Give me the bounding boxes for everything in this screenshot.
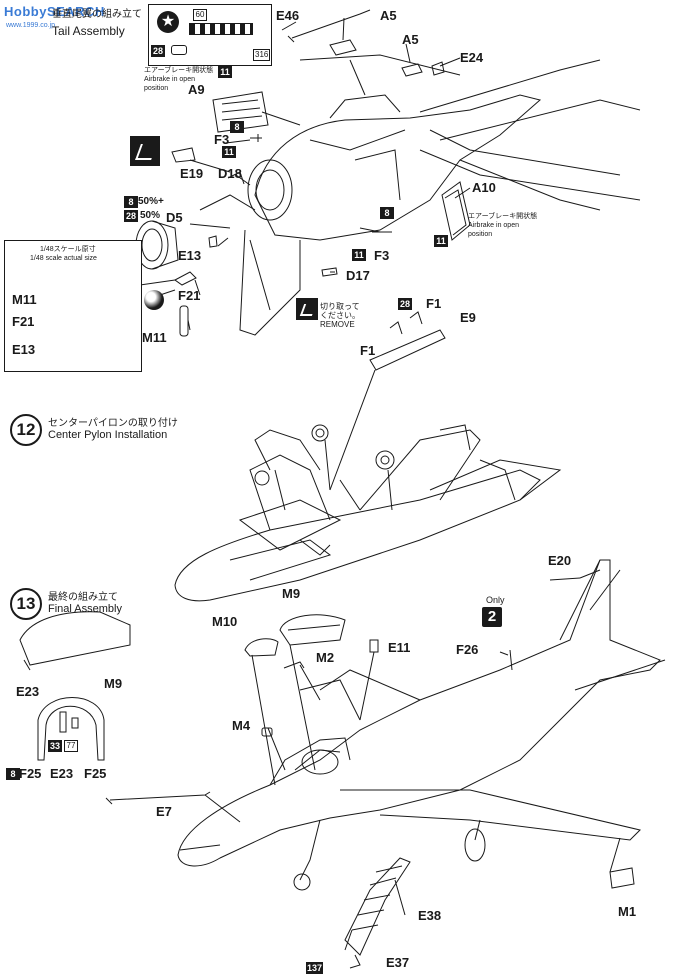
- paint-code-11-d: 11: [352, 249, 366, 261]
- step-12-number: 12: [10, 414, 42, 446]
- airbrake-note-left-en2: position: [144, 85, 169, 92]
- part-E23-a: E23: [16, 684, 40, 699]
- part-F1-a: F1: [426, 296, 442, 311]
- decal-316: 316: [253, 49, 271, 61]
- rear-fuselage-drawing: [135, 9, 641, 337]
- step12-aircraft: [174, 424, 562, 602]
- scale-inset-box: [4, 240, 142, 372]
- paint-code-11-c: 11: [434, 235, 448, 247]
- paint-code-28-b: 28: [398, 298, 412, 310]
- part-F26: F26: [456, 642, 479, 657]
- paint-code-28-a: 28: [124, 210, 138, 222]
- part-M10: M10: [212, 614, 238, 629]
- paint-pct-2: 50%: [140, 210, 161, 221]
- header-jp: 垂直尾翼の組み立て: [52, 9, 142, 20]
- part-M9-b: M9: [104, 676, 123, 691]
- paint-code-11-top: 11: [218, 66, 232, 78]
- part-A5-b: A5: [402, 32, 419, 47]
- part-D18: D18: [218, 166, 242, 181]
- part-M9-a: M9: [282, 586, 301, 601]
- remove-note-jp1: 切り取って: [320, 302, 360, 311]
- part-E9: E9: [460, 310, 476, 325]
- paint-code-8-c: 8: [124, 196, 138, 208]
- paint-code-11-b: 11: [222, 146, 236, 158]
- part-A5-a: A5: [380, 8, 397, 23]
- watermark-brand: HobbySEARCH: [4, 4, 105, 19]
- part-F25-b: F25: [84, 766, 107, 781]
- remove-note-jp2: ください。: [320, 311, 360, 320]
- airbrake-note-left-jp: エアーブレーキ開状態: [144, 67, 214, 74]
- star-insignia-icon: ★: [157, 11, 179, 33]
- airbrake-note-left-en1: Airbrake in open: [144, 76, 195, 83]
- part-D5: D5: [166, 210, 183, 225]
- step-13-jp: 最終の組み立て: [48, 592, 118, 603]
- paint-code-8-d: 8: [6, 768, 20, 780]
- step13-aircraft: [19, 559, 666, 969]
- cement-icon: [130, 136, 160, 166]
- inset-jp: 1/48スケール原寸: [40, 246, 96, 253]
- part-M11-a: M11: [12, 292, 37, 307]
- part-E13-a: E13: [178, 248, 202, 263]
- part-E13-b: E13: [12, 342, 36, 357]
- part-M11-b: M11: [142, 330, 167, 345]
- striped-part-icon: [189, 23, 253, 35]
- part-F1-b: F1: [360, 343, 376, 358]
- part-E20: E20: [548, 553, 572, 568]
- pylon-drawing: [329, 311, 446, 491]
- only-badge-number: 2: [482, 607, 502, 627]
- paint-sphere-icon: [144, 290, 164, 310]
- part-E7: E7: [156, 804, 172, 819]
- part-E19: E19: [180, 166, 204, 181]
- part-F21-a: F21: [178, 288, 201, 303]
- step-12-en: Center Pylon Installation: [48, 429, 168, 441]
- part-E11: E11: [388, 640, 411, 655]
- part-E38: E38: [418, 908, 442, 923]
- part-F25-a: F25: [19, 766, 42, 781]
- header-en: Tail Assembly: [52, 24, 125, 38]
- paint-code-33: 33: [48, 740, 62, 752]
- part-M4: M4: [232, 718, 251, 733]
- part-D17: D17: [346, 268, 370, 283]
- paint-pct-1: 50%+: [138, 196, 164, 207]
- paint-28: 28: [151, 45, 165, 57]
- part-E46: E46: [276, 8, 300, 23]
- decal-60: 60: [193, 9, 207, 21]
- airbrake-note-right-en2: position: [468, 231, 493, 238]
- paint-code-137: 137: [306, 962, 324, 974]
- part-F3-a: F3: [214, 132, 230, 147]
- airbrake-note-right-en1: Airbrake in open: [468, 222, 519, 229]
- part-E23-b: E23: [50, 766, 74, 781]
- part-E37: E37: [386, 955, 410, 970]
- part-F3-b: F3: [374, 248, 390, 263]
- remove-note-en: REMOVE: [320, 320, 355, 329]
- small-part-icon: [171, 45, 187, 55]
- paint-code-77: 77: [64, 740, 78, 752]
- part-A9: A9: [188, 82, 205, 97]
- airbrake-note-right-jp: エアーブレーキ開状態: [468, 213, 538, 220]
- part-M1: M1: [618, 904, 637, 919]
- part-A10: A10: [472, 180, 496, 195]
- inset-en: 1/48 scale actual size: [30, 255, 97, 262]
- part-E24: E24: [460, 50, 484, 65]
- watermark-url: www.1999.co.jp: [6, 22, 56, 29]
- paint-code-8-a: 8: [230, 121, 244, 133]
- decal-reference-box: ★ 60 316 28: [148, 4, 272, 66]
- part-F21-b: F21: [12, 314, 35, 329]
- paint-code-8-b: 8: [380, 207, 394, 219]
- only-label: Only: [486, 595, 505, 605]
- cement-icon-2: [296, 298, 318, 320]
- step-13-en: Final Assembly: [48, 603, 122, 615]
- step-13-number: 13: [10, 588, 42, 620]
- step-12-jp: センターパイロンの取り付け: [48, 418, 178, 429]
- part-M2: M2: [316, 650, 335, 665]
